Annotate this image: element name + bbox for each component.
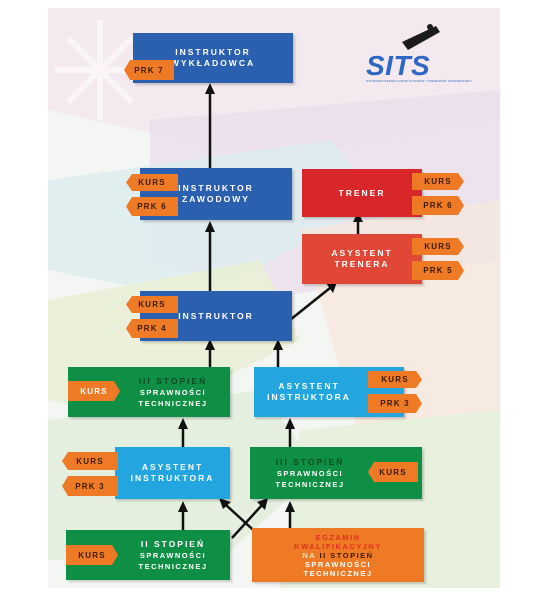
- tag-kurs: KURS: [66, 545, 118, 565]
- node-label-line2: SPRAWNOŚCI: [139, 550, 207, 560]
- node-label-line1: III STOPIEŃ: [275, 456, 345, 467]
- node-label-line2: WYKŁADOWCA: [170, 58, 256, 68]
- tag-kurs: KURS: [368, 371, 422, 388]
- tag-prk-6: PRK 6: [412, 196, 464, 215]
- node-asystent-trenera: ASYSTENT TRENERA: [302, 234, 422, 284]
- node-label-line1: TRENER: [338, 187, 386, 198]
- logo-subtitle: STOWARZYSZENIE INSTRUKTORÓW I TRENERÓW S…: [366, 79, 472, 83]
- node-label-line1: EGZAMIN: [315, 532, 361, 542]
- node-label-line2: SPRAWNOŚCI: [276, 468, 344, 478]
- logo-text: SITS: [366, 50, 431, 81]
- node-label-line1: INSTRUKTOR: [178, 183, 254, 193]
- tag-prk-3: PRK 3: [368, 394, 422, 413]
- tag-kurs: KURS: [368, 462, 418, 482]
- node-label-line2: SPRAWNOŚCI: [139, 387, 207, 397]
- tag-prk-5: PRK 5: [412, 261, 464, 280]
- tag-prk-7: PRK 7: [124, 60, 174, 80]
- node-label-line2: KWALIFIKACYJNY: [294, 541, 382, 551]
- node-label-line2: TRENERA: [334, 259, 390, 269]
- tag-prk-6: PRK 6: [126, 197, 178, 216]
- node-label-line1: ASYSTENT: [278, 381, 340, 391]
- node-label-line2: ZAWODOWY: [182, 194, 250, 204]
- node-label-line4: SPRAWNOŚCI: [304, 559, 372, 569]
- tag-kurs: KURS: [126, 296, 178, 313]
- node-label-line2: INSTRUKTORA: [267, 392, 351, 402]
- node-label-line5: TECHNICZNEJ: [303, 568, 373, 578]
- tag-kurs: KURS: [68, 381, 120, 401]
- node-label-line1: ASYSTENT: [141, 462, 204, 472]
- node-label-line1: ASYSTENT: [331, 248, 393, 258]
- node-trener: TRENER: [302, 169, 422, 217]
- sits-logo: [402, 24, 440, 50]
- node-label-line2: INSTRUKTORA: [130, 473, 215, 483]
- node-label-line1: INSTRUKTOR: [175, 47, 251, 57]
- tag-kurs: KURS: [412, 238, 464, 255]
- node-label-line3: TECHNICZNEJ: [138, 561, 208, 571]
- node-label-line3: TECHNICZNEJ: [138, 398, 208, 408]
- node-label-line3: TECHNICZNEJ: [275, 479, 345, 489]
- tag-prk-3: PRK 3: [62, 476, 118, 496]
- tag-kurs: KURS: [62, 452, 118, 470]
- node-label-line1: II STOPIEŃ: [140, 538, 206, 549]
- node-label-na: NA: [302, 550, 316, 560]
- node-label-stopien: II STOPIEŃ: [319, 550, 374, 560]
- tag-prk-4: PRK 4: [126, 319, 178, 338]
- node-egzamin-kwalifikacyjny: EGZAMIN KWALIFIKACYJNY NA II STOPIEŃ SPR…: [252, 528, 424, 582]
- node-label-line1: INSTRUKTOR: [178, 310, 254, 321]
- tag-kurs: KURS: [126, 174, 178, 191]
- node-label-line1: III STOPIEŃ: [138, 375, 208, 386]
- node-asystent-instruktora: ASYSTENT INSTRUKTORA: [115, 447, 230, 499]
- tag-kurs: KURS: [412, 173, 464, 190]
- node-label-line3: NA II STOPIEŃ: [302, 551, 373, 560]
